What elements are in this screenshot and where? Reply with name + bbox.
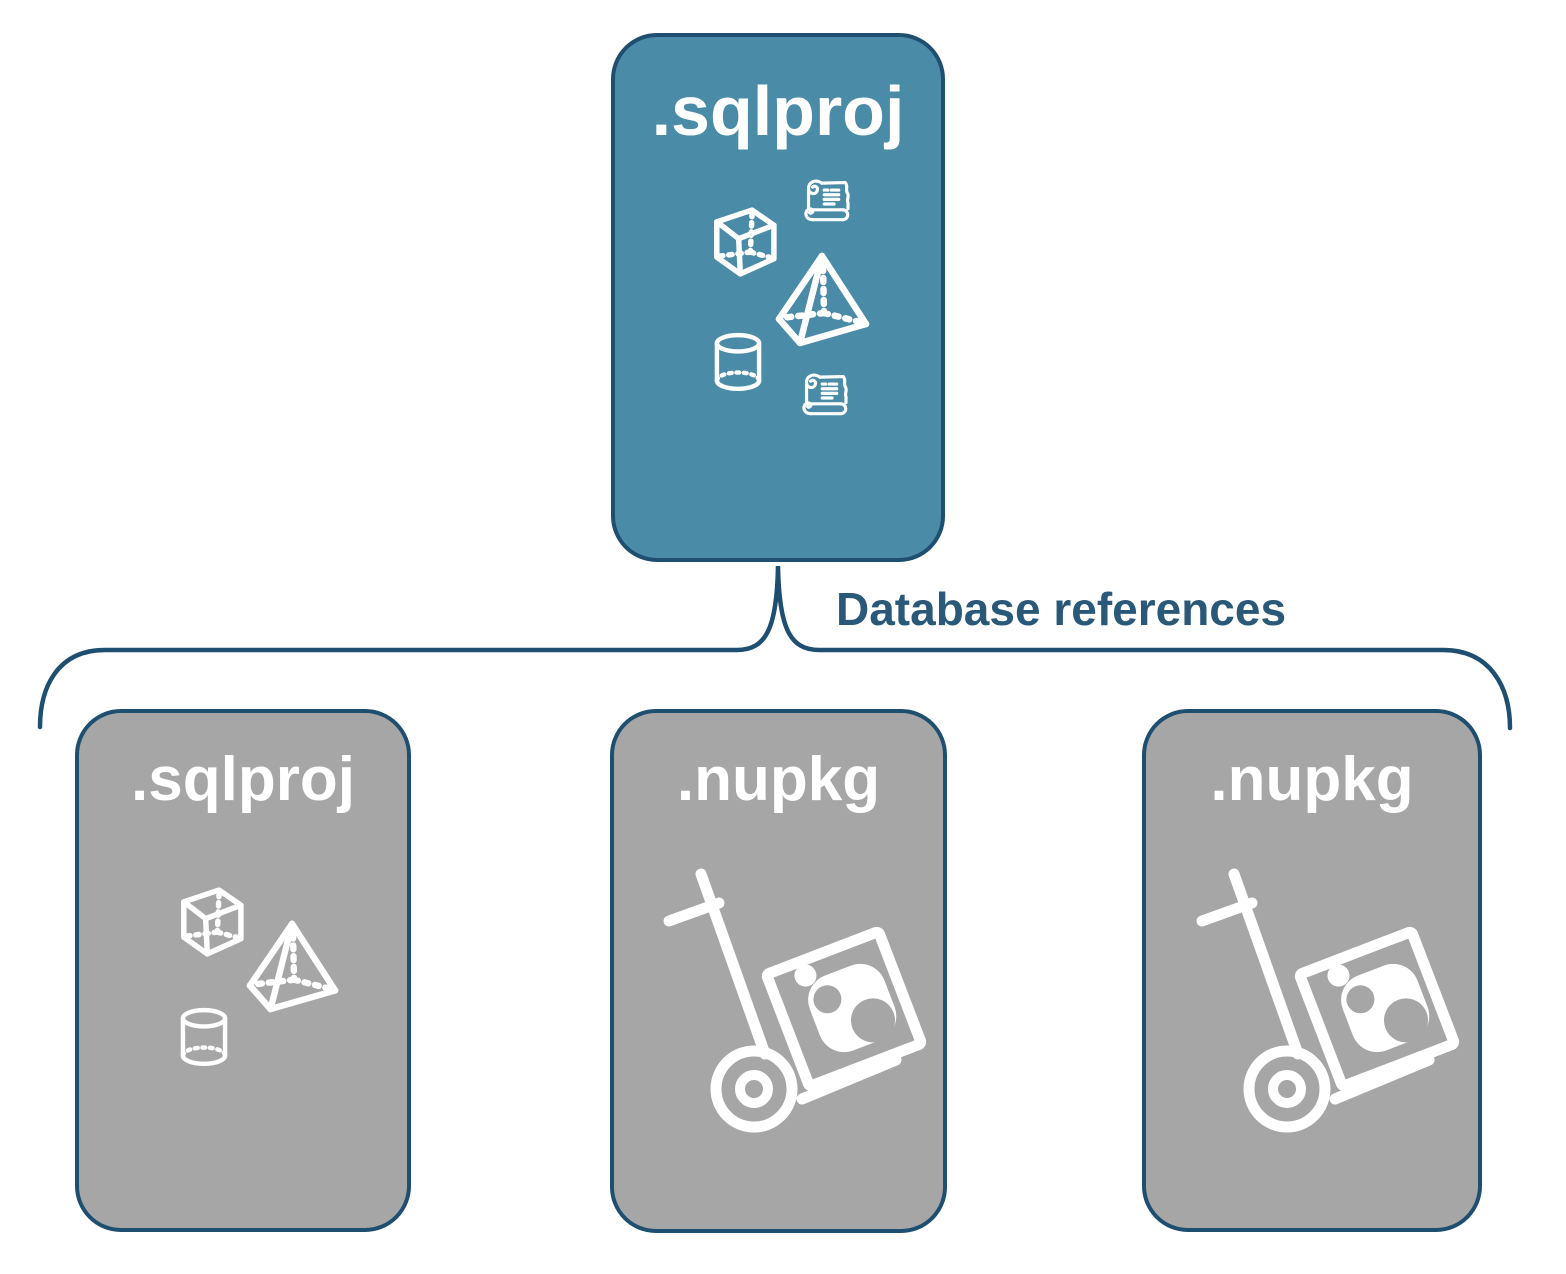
- pyramid-icon: [244, 917, 346, 1015]
- child-card-title: .nupkg: [676, 745, 881, 814]
- cube-icon: [167, 880, 251, 964]
- nuget-handtruck-icon: [659, 862, 939, 1152]
- connector-label: Database references: [836, 583, 1287, 635]
- cylinder-icon: [704, 322, 772, 404]
- child-card-sqlproj: .sqlproj: [75, 709, 411, 1232]
- nuget-handtruck-icon: [1192, 862, 1472, 1152]
- child-card-nupkg-2: .nupkg: [1142, 709, 1482, 1232]
- pyramid-icon: [774, 249, 876, 349]
- root-card-title: .sqlproj: [651, 72, 905, 150]
- child-card-title: .nupkg: [1210, 745, 1414, 814]
- child-card-title: .sqlproj: [131, 745, 355, 814]
- scroll-icon: [799, 369, 857, 427]
- cylinder-icon: [170, 995, 238, 1081]
- scroll-icon: [801, 175, 859, 233]
- child-card-nupkg-1: .nupkg: [610, 709, 947, 1233]
- root-card-sqlproj: .sqlproj: [611, 33, 945, 562]
- cube-icon: [700, 200, 784, 284]
